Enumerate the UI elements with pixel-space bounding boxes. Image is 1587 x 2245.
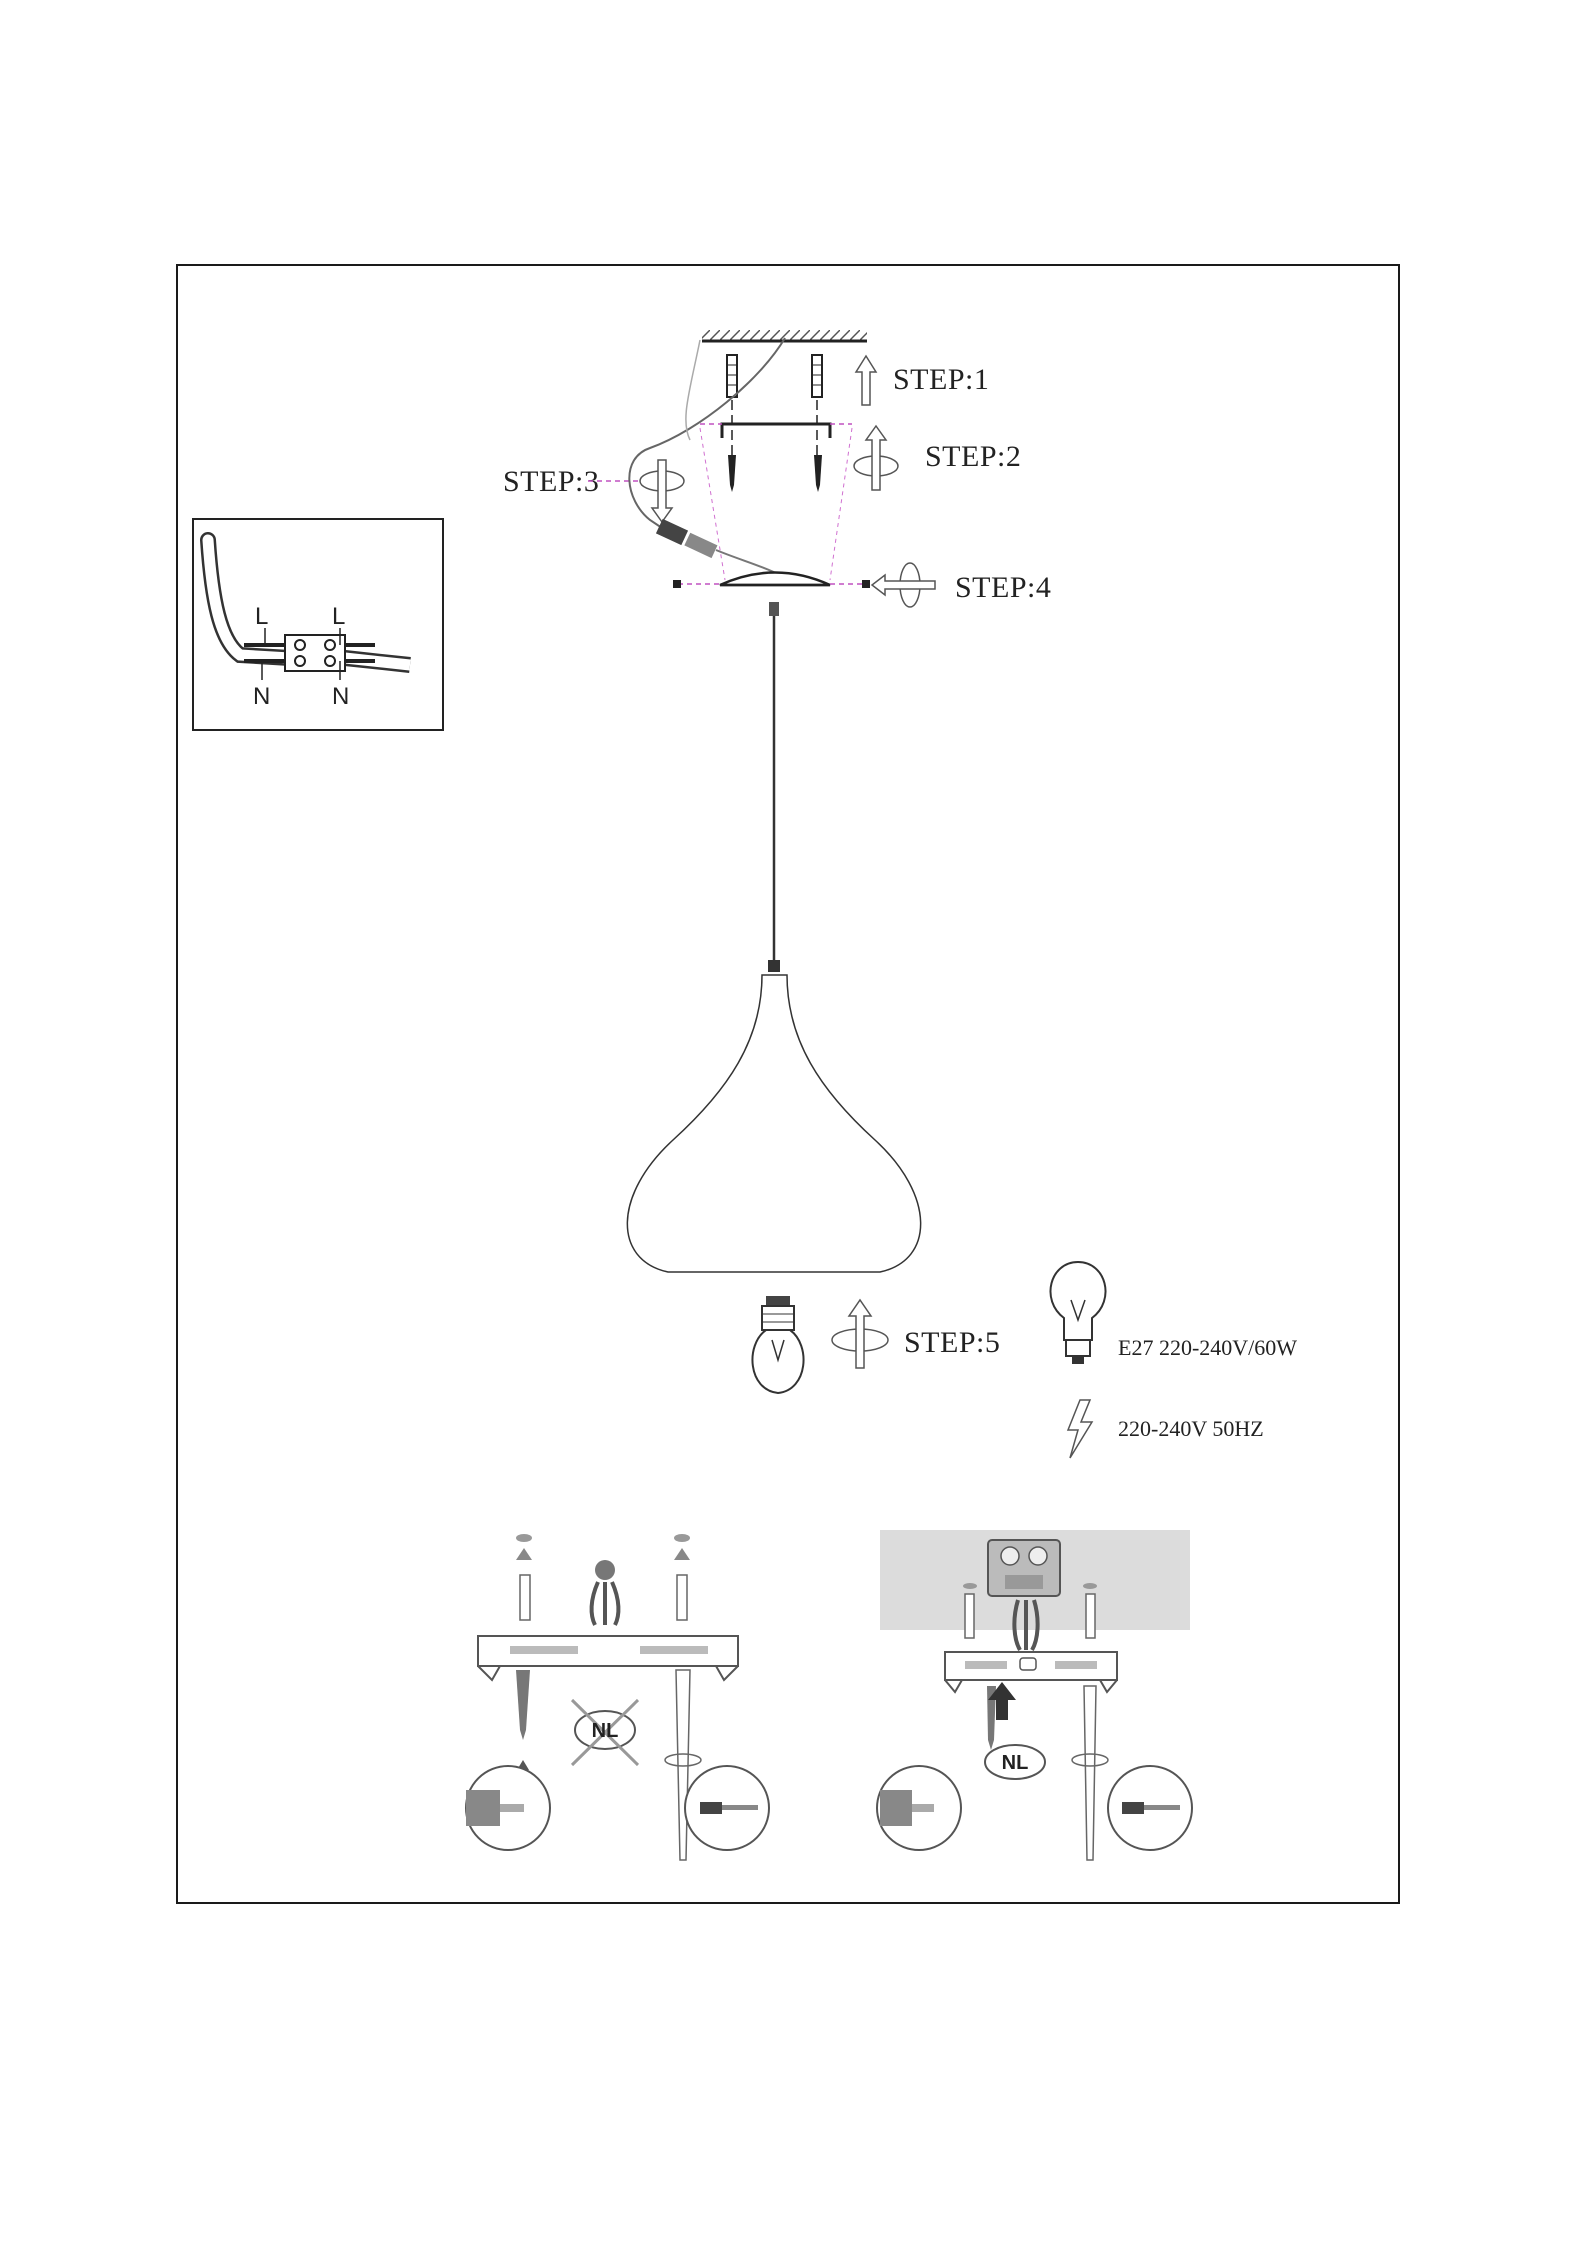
mounting-badge-right: NL [1002,1752,1029,1774]
wire-live-left: L [255,603,268,630]
mounting-badge-left: NL [592,1720,619,1742]
mounting-detail-left [466,1534,769,1860]
ceiling-canopy [673,573,870,617]
supply-wire [629,338,785,528]
step5-label: STEP:5 [904,1326,1000,1359]
step3-rotate-icon [640,460,684,522]
lightning-icon [1068,1400,1092,1458]
mounting-bracket [700,424,852,438]
power-spec-text: 220-240V 50HZ [1118,1416,1264,1441]
mounting-detail-right [877,1530,1192,1860]
wire-neutral-right: N [332,683,349,710]
step4-label: STEP:4 [955,571,1051,604]
step4-rotate-icon [872,563,935,607]
wall-plug-right [812,355,822,397]
wire-live-right: L [332,603,345,630]
screw-right [814,455,822,492]
bulb-spec-text: E27 220-240V/60W [1118,1335,1297,1360]
wire-neutral-left: N [253,683,270,710]
step5-rotate-icon [832,1300,888,1368]
wall-plug-left [727,355,737,397]
terminal-block [656,519,780,575]
screw-left [728,455,736,492]
wiring-inset [193,519,443,730]
step2-rotate-icon [854,426,898,490]
step1-label: STEP:1 [893,363,989,396]
pendant-shade [627,975,920,1272]
step3-label: STEP:3 [503,465,599,498]
bulb-spec-icon [1050,1262,1105,1364]
step2-label: STEP:2 [925,440,1021,473]
step1-arrow-icon [856,356,876,405]
light-bulb-icon [752,1296,803,1393]
